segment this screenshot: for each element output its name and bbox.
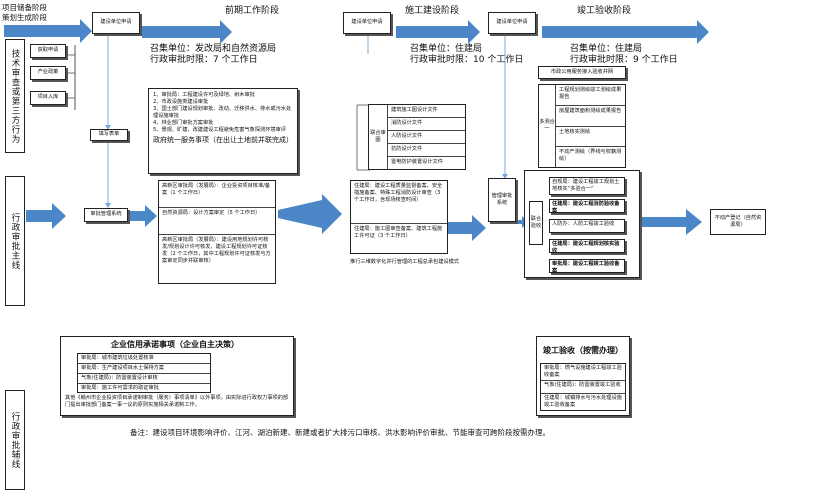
main-arrow-4: [448, 215, 486, 241]
stage-label-prework: 前期工作阶段: [225, 6, 280, 16]
stage-label-completion: 竣工验收阶段: [577, 6, 632, 16]
main-arrow-1: [26, 203, 66, 229]
approval-system-box[interactable]: 管理审批系统: [488, 178, 516, 222]
prework-item: 3、国土部门建设规划审批、改动、迁移供水、排水或污水处理设施审批: [153, 106, 292, 120]
rail-tech-review: 技术审查或第三方行为: [5, 39, 25, 153]
summon-completion: 召集单位：住建局 行政审批时限：9 个工作日: [570, 44, 678, 66]
phase-arrow-2: [142, 20, 232, 44]
prework-item: 2、市政设施类建设审批: [153, 99, 209, 106]
stage3-main-box: 住建局：建设工程质量监督备案、安全措施备案、特殊工程消防设计审查（3 个工作日，…: [350, 180, 448, 254]
stage2-item: 高新区审批局（发展局）：建设用地规划许可核发/规划设计许可核发、建设工程规划许可…: [162, 237, 271, 265]
credit-commit-table: 审批局：城市建筑垃圾处置核准 审批局：生产建设项目水土保持方案 气象(住建局)：…: [77, 353, 211, 393]
completion-ondemand-title: 竣工验收（按需办理）: [543, 346, 623, 355]
main-arrow-2: [125, 205, 157, 227]
credit-commit-note: 其他《赣州市企业投资项目承诺制审批（服务）事项清单》以外事项，由实际进行政权力事…: [65, 395, 289, 409]
stage4-item: 住建局：建设工程规划核实验收: [549, 239, 625, 254]
multi-test-label: 多测合一: [539, 85, 556, 167]
completion-row: 住建局：城镇排水与污水处理设施竣工验收备案: [544, 394, 622, 408]
fill-form-box[interactable]: 填写表单: [90, 129, 128, 141]
commit-row: 审批局：城市建筑垃圾处置核准: [78, 354, 210, 365]
construct-item: 雷电防护装置设计文件: [391, 159, 443, 165]
stage4-item: 住建局：建设工程消防验收备案: [549, 199, 625, 214]
stage-label-construction: 施工建设阶段: [405, 6, 460, 16]
construct-item: 抗防设计文件: [388, 144, 465, 157]
prework-list-box: 1、审批局：工程建设许可及绿地、树木审批 2、市政设施类建设审批 3、国土部门建…: [148, 88, 298, 174]
multi-test-box: 多测合一 工程规划测绘竣工测绘成果报告 房屋建筑面积测绘成果报告 土地核实测绘 …: [538, 84, 626, 168]
completion-list-item: 工程规划测绘竣工测绘成果报告: [556, 85, 625, 106]
main-arrow-5: [640, 209, 702, 235]
stage3-note: 推行三维数字化并行管理的工程总承包建设模式: [350, 259, 459, 265]
stage3-item: 住建局：建设工程质量监督备案、安全措施备案、特殊工程消防设计审查（3 个工作日，…: [351, 181, 447, 224]
completion-row: 审批局：燃气设施建设工程竣工验收备案: [541, 364, 625, 382]
credit-commit-title: 企业信用承诺事项（企业自主决策）: [111, 340, 239, 349]
rail-main-line: 行政审批主线: [5, 176, 25, 306]
rail-aux-line: 行政审批辅线: [5, 390, 25, 490]
completion-list-item: 不动产测绘（界线与权籍测绘）: [559, 149, 622, 163]
stage4-item: 人防办：人防工程竣工验收: [549, 219, 625, 233]
stage2-item: 高新区审批局（发展局）：企业投资项目核准/备案（1 个工作日）: [159, 181, 275, 208]
phase-arrow-3: [396, 20, 480, 44]
joint-review-label: 联合审图: [369, 105, 388, 169]
prework-item: 1、审批局：工程建设许可及绿地、树木审批: [153, 92, 255, 98]
stage4-main-box: 联合验收 自规局：建设工程竣工规划土地核实“多验合一” 住建局：建设工程消防验收…: [524, 170, 640, 278]
prework-item: 5、景观、矿建，改建建设工程避免危害气象探测环境审评: [153, 127, 286, 134]
phase-arrow-1: [4, 19, 92, 43]
construct-list-box: 联合审图 建筑施工图设计文件 消防设计文件 人防设计文件 抗防设计文件 雷电防护…: [368, 104, 466, 170]
completion-ondemand-table: 审批局：燃气设施建设工程竣工验收备案 气象(住建局)：防雷装置竣工验收 住建局：…: [540, 363, 626, 411]
tech-item-3[interactable]: 项目入库: [30, 91, 66, 105]
commit-row: 审批局：生产建设项目水土保持方案: [78, 364, 210, 375]
prework-item: 4、林业部门审批方案审批: [153, 120, 214, 127]
commit-row: 审批局：施工许可需求的取证审批: [81, 385, 159, 392]
construct-item: 建筑施工图设计文件: [388, 105, 465, 118]
footnote: 备注：建设项目环境影响评价、江河、湖泊新建、新建或者扩大排污口审核、洪水影响评价…: [130, 428, 550, 437]
summon-construction: 召集单位：住建局 行政审批时限：10 个工作日: [410, 44, 524, 66]
completion-list-item: 土地核实测绘: [556, 127, 625, 148]
kickoff-box-2[interactable]: 建设单位申请: [343, 12, 391, 34]
stage3-item: 住建局：施工图审查备案、建筑工程施工许可证（3 个工作日）: [354, 226, 443, 240]
kickoff-box-3[interactable]: 建设单位申请: [488, 12, 536, 34]
summon-prework: 召集单位：发改局和自然资源局 行政审批时限：7 个工作日: [150, 44, 277, 66]
stage-label-planning: 项目储备阶段 策划生成阶段: [2, 3, 47, 22]
tech-item-2[interactable]: 产业政策: [30, 66, 66, 80]
completion-row: 气象(住建局)：防雷装置竣工验收: [541, 381, 625, 394]
stage2-item: 自然资源局：设计方案审定（5 个工作日）: [159, 208, 275, 235]
main-arrow-3: [278, 194, 342, 234]
joint-accept-label: 联合验收: [529, 201, 543, 245]
municipal-access-box: 市政公用服务接入验收并网: [538, 66, 626, 79]
commit-row: 气象(住建局)：防雷装置设计审核: [78, 374, 210, 385]
completion-list-item: 房屋建筑面积测绘成果报告: [556, 106, 625, 127]
review-system-box[interactable]: 审批管理系统: [84, 208, 128, 222]
tech-item-1[interactable]: 获取申请: [30, 44, 66, 58]
prework-footer: 政府统一服务事项（在出让土地前并联完成）: [153, 136, 293, 145]
construct-item: 人防设计文件: [388, 131, 465, 144]
stage2-main-box: 高新区审批局（发展局）：企业投资项目核准/备案（1 个工作日） 自然资源局：设计…: [158, 180, 276, 284]
phase-arrow-4: [542, 20, 709, 44]
stage4-item: 自规局：建设工程竣工规划土地核实“多验合一”: [549, 177, 625, 195]
stage4-item: 审批局：建设工程竣工验收备案: [549, 259, 625, 274]
kickoff-box-1[interactable]: 建设单位申请: [92, 12, 140, 34]
property-registration-box[interactable]: 不动产登记（自然资源局）: [710, 209, 766, 235]
construct-item: 消防设计文件: [388, 118, 465, 131]
credit-commit-box: 企业信用承诺事项（企业自主决策） 审批局：城市建筑垃圾处置核准 审批局：生产建设…: [60, 336, 294, 416]
completion-ondemand-box: 竣工验收（按需办理） 审批局：燃气设施建设工程竣工验收备案 气象(住建局)：防雷…: [536, 336, 630, 416]
